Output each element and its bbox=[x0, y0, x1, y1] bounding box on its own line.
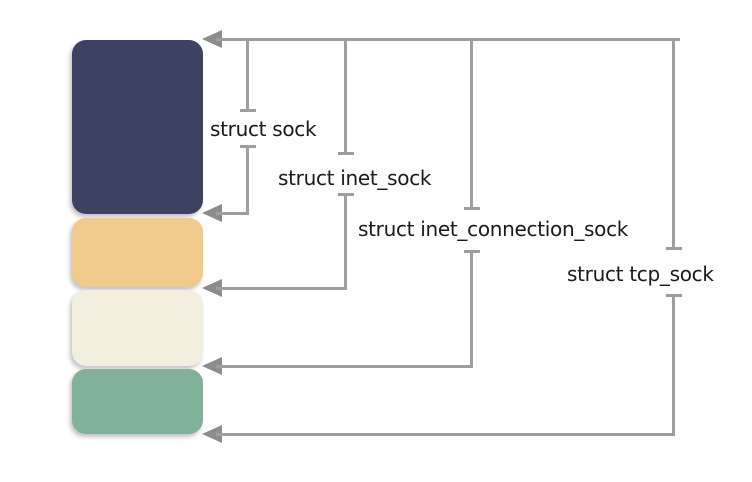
memory-block-tcp-sock-extension bbox=[72, 369, 203, 434]
tcp-sock-boundary-arrow-line bbox=[216, 433, 675, 436]
sock-lower-connector bbox=[246, 145, 249, 215]
tcp-sock-lower-connector bbox=[672, 294, 675, 436]
arrowhead-icon bbox=[202, 30, 222, 48]
memory-block-sock bbox=[72, 40, 203, 214]
label-struct-sock: struct sock bbox=[210, 117, 317, 141]
memory-block-inet-connection-sock-extension bbox=[72, 290, 203, 366]
arrowhead-icon bbox=[202, 357, 222, 375]
sock-upper-tick bbox=[240, 109, 256, 112]
tcp-sock-upper-tick bbox=[666, 247, 682, 250]
inet-connection-sock-boundary-arrow-line bbox=[216, 365, 473, 368]
tcp-sock-upper-connector bbox=[672, 38, 675, 249]
inet-sock-lower-connector bbox=[344, 193, 347, 290]
label-struct-inet-connection-sock: struct inet_connection_sock bbox=[358, 217, 629, 241]
arrowhead-icon bbox=[202, 204, 222, 222]
arrowhead-icon bbox=[202, 279, 222, 297]
inet-connection-sock-upper-connector bbox=[470, 38, 473, 209]
memory-block-inet-sock-extension bbox=[72, 218, 203, 287]
sock-upper-connector bbox=[246, 38, 249, 111]
arrowhead-icon bbox=[202, 425, 222, 443]
label-struct-tcp-sock: struct tcp_sock bbox=[567, 262, 714, 286]
inet-sock-boundary-arrow-line bbox=[216, 287, 347, 290]
inet-sock-upper-connector bbox=[344, 38, 347, 154]
label-struct-inet-sock: struct inet_sock bbox=[278, 166, 432, 190]
inet-sock-upper-tick bbox=[338, 152, 354, 155]
top-rail-line bbox=[216, 38, 680, 41]
inet-connection-sock-lower-connector bbox=[470, 250, 473, 368]
inet-connection-sock-upper-tick bbox=[464, 207, 480, 210]
sock-boundary-arrow-line bbox=[216, 212, 249, 215]
